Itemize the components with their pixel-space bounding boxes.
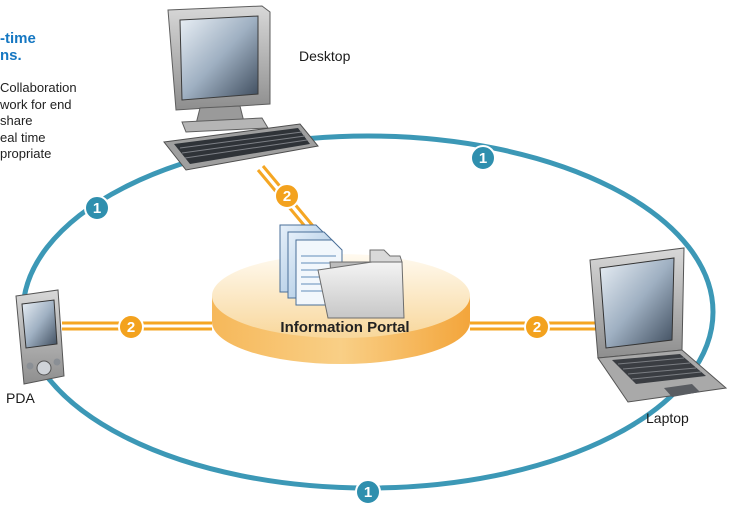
body-line: share xyxy=(0,113,33,128)
title-line: -time xyxy=(0,30,36,47)
folder-icon xyxy=(317,249,405,319)
desktop-label: Desktop xyxy=(299,48,351,64)
pda-icon xyxy=(15,289,65,385)
link-marker-pda: 2 xyxy=(118,314,144,340)
title-line: ns. xyxy=(0,47,22,64)
body-line: Collaboration xyxy=(0,80,77,95)
body-line: work for end xyxy=(0,96,72,112)
svg-text:2: 2 xyxy=(283,188,291,205)
ring-marker-bottom: 1 xyxy=(355,479,381,505)
desktop-computer-icon xyxy=(163,5,319,171)
side-panel-title: -time ns. xyxy=(0,30,120,64)
link-marker-laptop: 2 xyxy=(524,314,550,340)
information-portal-label: Information Portal xyxy=(280,319,410,336)
laptop-label: Laptop xyxy=(646,410,689,426)
ring-marker-left: 1 xyxy=(84,195,110,221)
link-marker-desktop: 2 xyxy=(274,183,300,209)
body-line: propriate xyxy=(0,146,52,161)
side-panel-body: Collaboration work for end share eal tim… xyxy=(0,80,130,163)
body-line: eal time xyxy=(0,129,46,145)
svg-text:2: 2 xyxy=(533,319,541,336)
svg-text:1: 1 xyxy=(364,484,372,501)
svg-text:1: 1 xyxy=(479,150,487,167)
svg-text:1: 1 xyxy=(93,200,101,217)
ring-marker-top-right: 1 xyxy=(470,145,496,171)
pda-label: PDA xyxy=(6,390,35,406)
svg-text:2: 2 xyxy=(127,319,135,336)
link-markers: 2 2 2 xyxy=(118,183,550,340)
laptop-icon xyxy=(589,247,728,403)
ring-markers: 1 1 1 xyxy=(84,145,496,505)
